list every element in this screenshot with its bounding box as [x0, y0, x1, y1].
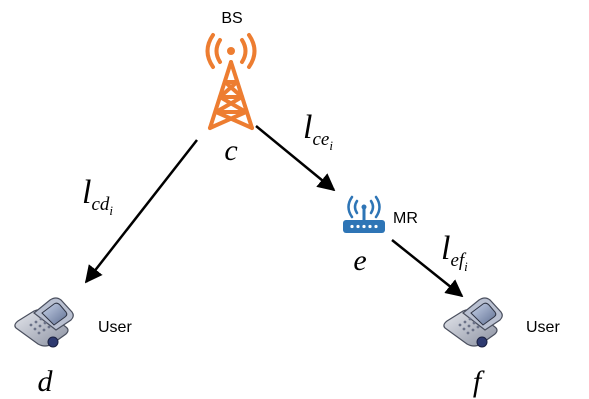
user-f-tag: User	[526, 319, 560, 336]
link-arrow-c-to-e	[255, 125, 336, 192]
cell-tower-icon	[205, 33, 257, 130]
wireless-router-icon	[343, 195, 385, 233]
link-arrow-c-to-d	[84, 139, 198, 284]
link-label-ce: lcei	[303, 109, 333, 153]
user-d-symbol: d	[38, 365, 54, 398]
user-f-symbol: f	[473, 365, 485, 398]
link-arrow-e-to-f	[391, 239, 464, 298]
link-label-cd: lcdi	[82, 174, 113, 218]
mr-symbol: e	[353, 244, 366, 277]
bs-tag: BS	[221, 10, 242, 27]
link-label-ef: lefi	[441, 230, 468, 274]
mobile-phone-icon	[443, 297, 503, 348]
user-d-tag: User	[98, 319, 132, 336]
mobile-phone-icon	[14, 297, 74, 348]
mr-tag: MR	[393, 210, 418, 227]
bs-symbol: c	[224, 134, 237, 167]
